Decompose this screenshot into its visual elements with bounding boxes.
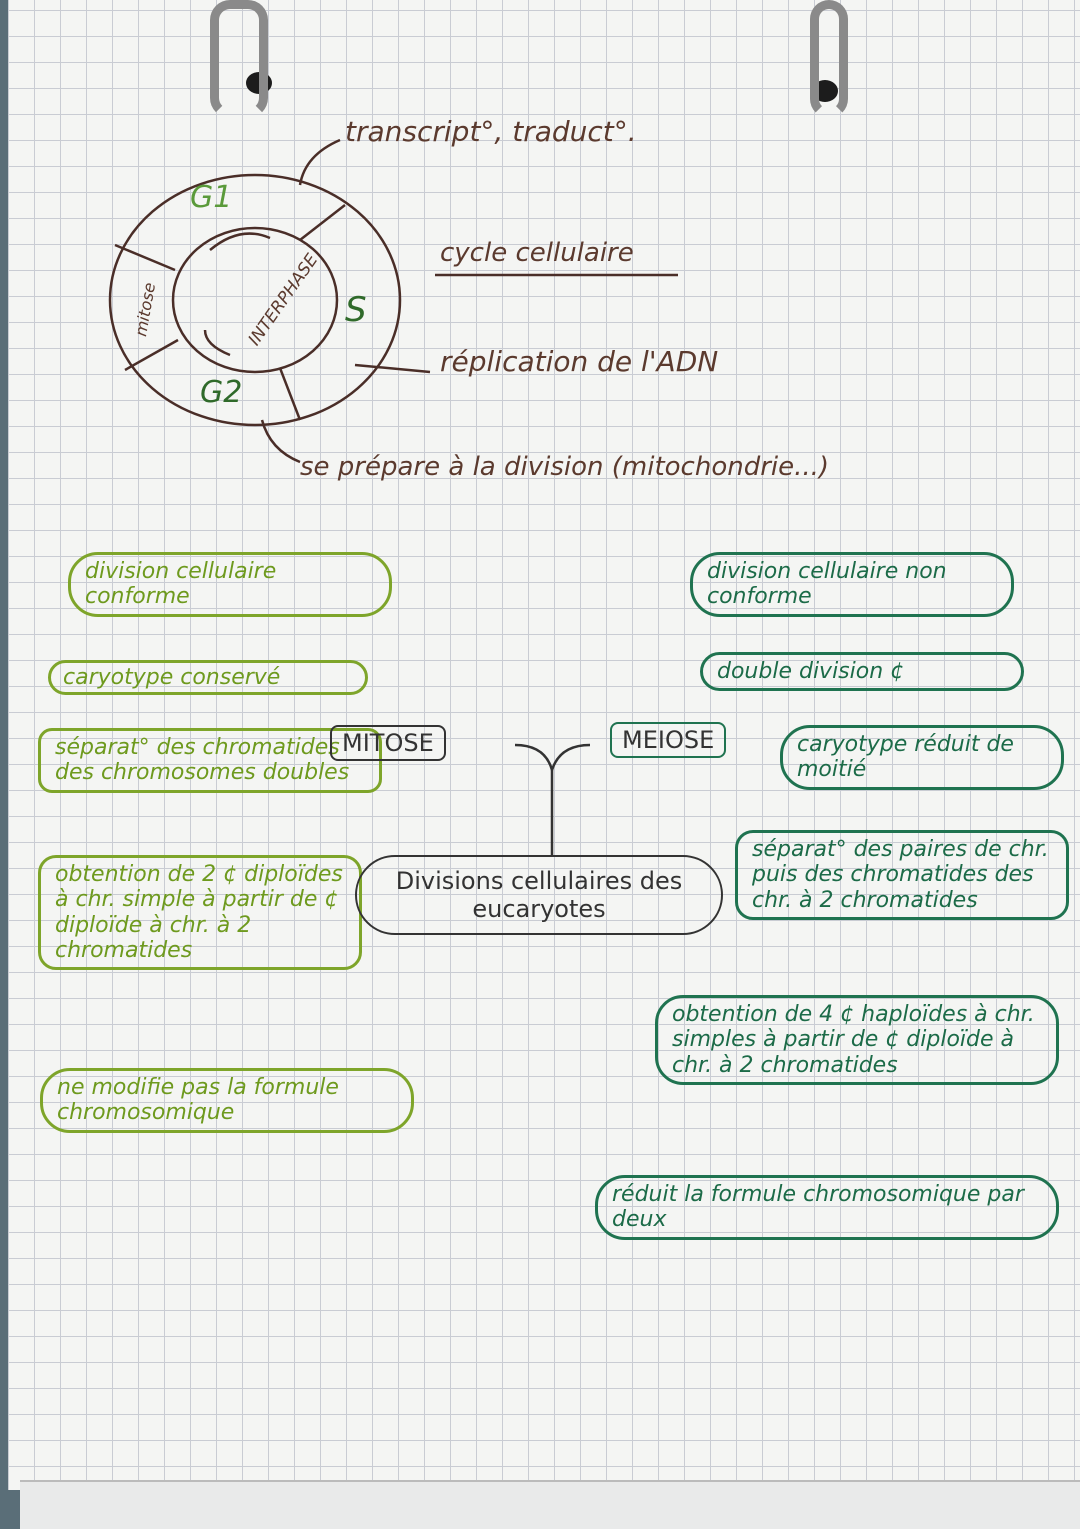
g2-annotation: se prépare à la division (mitochondrie..… <box>300 452 830 482</box>
meiose-note-1: division cellulaire non conforme <box>690 552 1014 617</box>
s-arrow <box>354 363 431 374</box>
meiose-note-4: séparat° des paires de chr. puis des chr… <box>735 830 1069 920</box>
g2-arrow <box>260 419 301 464</box>
grid-paper-page <box>8 0 1080 1490</box>
central-topic: Divisions cellulaires des eucaryotes <box>355 855 723 935</box>
cycle-arrow <box>209 232 271 251</box>
cycle-title: cycle cellulaire <box>440 238 634 268</box>
meiose-note-5: obtention de 4 ¢ haploïdes à chr. simple… <box>655 995 1059 1085</box>
branch-connector <box>514 743 591 855</box>
binder-ring <box>810 0 848 118</box>
g1-annotation: transcript°, traduct°. <box>345 115 637 148</box>
binder-ring <box>210 0 268 118</box>
s-annotation: réplication de l'ADN <box>440 345 719 378</box>
page-stack-edge <box>20 1480 1080 1529</box>
cycle-outer-ring <box>108 173 402 427</box>
cycle-inner-ring <box>171 226 339 374</box>
phase-g1: G1 <box>190 180 233 215</box>
meiose-note-2: double division ¢ <box>700 652 1024 692</box>
meiose-note-6: réduit la formule chromosomique par deux <box>595 1175 1059 1240</box>
mitose-note-4: obtention de 2 ¢ diploïdes à chr. simple… <box>38 855 362 971</box>
mitose-note-3: séparat° des chromatides des chromosomes… <box>38 728 382 793</box>
g1-arrow <box>298 138 341 186</box>
mitose-note-1: division cellulaire conforme <box>68 552 392 617</box>
phase-g2: G2 <box>200 375 243 410</box>
meiose-label: MEIOSE <box>610 722 727 758</box>
phase-s: S <box>345 290 367 330</box>
mitose-label: MITOSE <box>330 725 446 761</box>
meiose-note-3: caryotype réduit de moitié <box>780 725 1064 790</box>
mitose-note-2: caryotype conservé <box>48 660 368 696</box>
mitose-note-5: ne modifie pas la formule chromosomique <box>40 1068 414 1133</box>
